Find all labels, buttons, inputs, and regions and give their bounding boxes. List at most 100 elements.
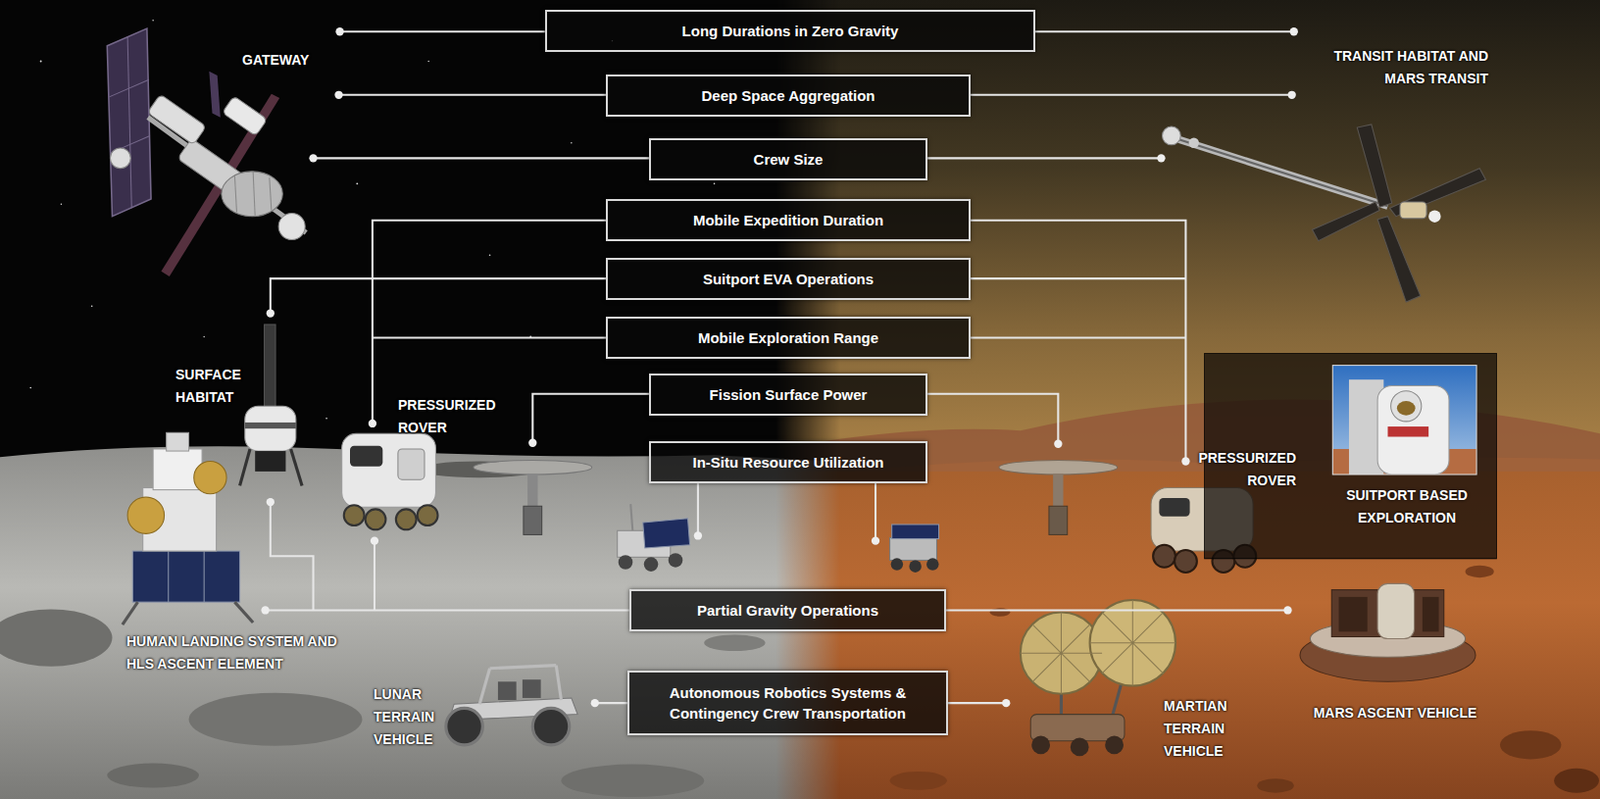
- lunar-terrain-vehicle: [446, 665, 578, 746]
- surface-habitat-part: [245, 422, 297, 429]
- goal-box: In-Situ Resource Utilization: [649, 441, 928, 484]
- leader-dots-part: [1156, 153, 1165, 162]
- lunar-terrain-vehicle-part: [522, 679, 542, 699]
- mars-isru-rover-part: [892, 524, 940, 540]
- leader-lines-part: [970, 277, 1187, 280]
- leader-lines-part: [270, 501, 314, 610]
- box-text: Crew Size: [753, 149, 824, 170]
- mars-scene-part: [1553, 768, 1600, 794]
- lunar-fission-reactor-part: [523, 505, 543, 535]
- lunar-isru-rover-part: [643, 518, 691, 549]
- leader-lines-part: [970, 220, 1187, 462]
- mars-scene-part: [1465, 565, 1495, 578]
- leader-lines-part: [946, 608, 1289, 611]
- gateway-station-part-part: [222, 96, 268, 137]
- mars-ascent-vehicle-part: [1377, 583, 1414, 639]
- gateway-station-part-part: [147, 94, 206, 146]
- box-text: Mobile Expedition Duration: [693, 209, 884, 231]
- leader-dots-part: [266, 308, 275, 317]
- gateway-station-part: [109, 148, 131, 169]
- transit-spacecraft-part: [1400, 201, 1427, 219]
- leader-dots-part: [1053, 440, 1062, 449]
- moon-scene-part-part: [570, 142, 572, 144]
- lunar-terrain-vehicle-part: [446, 707, 483, 745]
- leader-dots-part: [694, 531, 702, 540]
- leader-dots-part: [1001, 699, 1010, 707]
- leader-dots-part: [266, 498, 275, 506]
- mars-pressurized-rover-part: [1174, 550, 1198, 573]
- goal-box: Mobile Exploration Range: [605, 316, 971, 359]
- component-label: LUNAR TERRAIN VEHICLE: [373, 683, 445, 751]
- transit-spacecraft-part: [1173, 138, 1389, 207]
- box-text: Partial Gravity Operations: [697, 600, 879, 621]
- component-label: GATEWAY: [242, 49, 350, 72]
- leader-lines-part: [595, 701, 630, 704]
- leader-lines-part: [340, 30, 546, 33]
- mars-isru-rover: [890, 524, 940, 573]
- lunar-pressurized-rover-part: [396, 508, 417, 530]
- component-label: MARTIAN TERRAIN VEHICLE: [1163, 695, 1239, 763]
- mars-scene-part: [0, 0, 1600, 480]
- lunar-terrain-vehicle-part: [490, 665, 557, 669]
- gateway-station-part: [127, 36, 132, 208]
- leader-dots-part: [368, 419, 377, 428]
- suitport-panel-part-part: [1391, 391, 1422, 422]
- gateway-station-part: [208, 71, 220, 118]
- box-text: Long Durations in Zero Gravity: [682, 20, 900, 42]
- lunar-terrain-vehicle-part: [555, 665, 561, 700]
- transit-spacecraft-part: [1377, 216, 1421, 302]
- mars-ascent-vehicle-part: [1339, 597, 1368, 632]
- leader-lines-part: [532, 394, 650, 444]
- component-label: HUMAN LANDING SYSTEM AND HLS ASCENT ELEM…: [126, 630, 349, 676]
- surface-habitat-part: [240, 449, 250, 486]
- mars-scene-part: [1500, 730, 1561, 759]
- surface-habitat-part: [245, 405, 297, 451]
- box-text: Mobile Exploration Range: [698, 327, 879, 349]
- box-text: Deep Space Aggregation: [701, 85, 876, 106]
- leader-dots-part: [591, 699, 600, 707]
- transit-spacecraft-part: [1173, 138, 1389, 207]
- mars-fission-reactor: [999, 459, 1118, 535]
- goal-box: Mobile Expedition Duration: [605, 199, 971, 242]
- lunar-terrain-vehicle-part: [479, 668, 490, 704]
- leader-dots-part: [1181, 456, 1190, 465]
- lunar-terrain-vehicle-part: [532, 707, 569, 745]
- leader-lines-part: [339, 94, 607, 97]
- leader-dots-part: [370, 536, 379, 545]
- mars-ascent-vehicle-part: [1422, 597, 1440, 632]
- moon-scene-part: [0, 608, 112, 666]
- moon-scene-part-part: [489, 253, 492, 256]
- lunar-pressurized-rover: [342, 433, 439, 530]
- transit-spacecraft-part: [1311, 201, 1380, 242]
- suitport-panel-part: [1332, 365, 1477, 475]
- moon-scene-part: [189, 693, 363, 747]
- panel-caption: SUITPORT BASED EXPLORATION: [1318, 484, 1496, 530]
- surface-habitat-part: [264, 324, 276, 408]
- leader-dots-part: [1283, 605, 1292, 614]
- leader-lines-part: [1034, 30, 1294, 33]
- gateway-station-part: [106, 28, 151, 217]
- goal-box: Partial Gravity Operations: [629, 589, 947, 632]
- leader-lines-part: [265, 608, 631, 611]
- martian-terrain-vehicle-part: [1104, 735, 1124, 754]
- moon-scene-part-part: [91, 304, 94, 307]
- moon-scene-part-part: [40, 60, 43, 63]
- suitport-panel-part-part: [1388, 426, 1430, 437]
- martian-terrain-vehicle-part: [1020, 612, 1102, 695]
- box-text: Suitport EVA Operations: [702, 268, 874, 290]
- leader-dots-part: [335, 27, 344, 36]
- box-text: Fission Surface Power: [709, 384, 868, 405]
- leader-dots-part: [1288, 91, 1297, 100]
- mars-pressurized-rover-part: [1152, 545, 1176, 568]
- component-label: PRESSURIZED ROVER: [398, 394, 504, 440]
- mars-fission-reactor-part: [1052, 473, 1063, 508]
- transit-spacecraft: [1161, 124, 1486, 302]
- lunar-pressurized-rover-part: [417, 504, 439, 526]
- moon-scene-part-part: [325, 417, 328, 420]
- leader-lines-part: [970, 336, 1187, 339]
- goal-box: Autonomous Robotics Systems & Contingenc…: [627, 670, 949, 736]
- component-label: MARS ASCENT VEHICLE: [1287, 701, 1503, 725]
- lunar-pressurized-rover-part: [365, 508, 387, 530]
- lunar-isru-rover-part: [618, 554, 634, 570]
- lunar-fission-reactor-part: [473, 459, 593, 475]
